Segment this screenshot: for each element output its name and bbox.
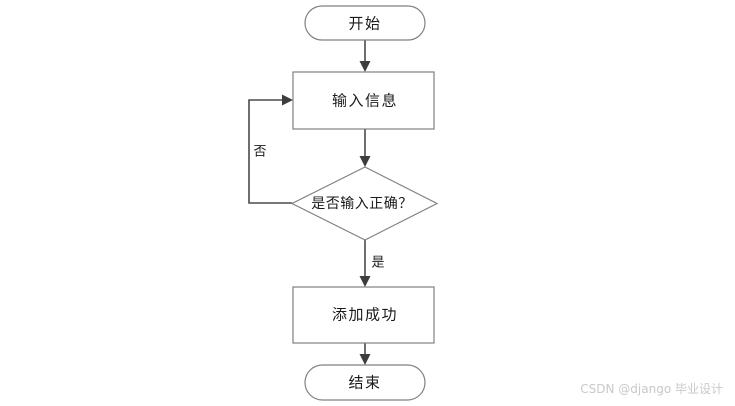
connector-success-to-end [359,343,371,365]
node-start[interactable]: 开始 [304,5,426,41]
arrow-head-icon [359,276,371,287]
arrow-head-icon [359,156,371,167]
node-decision-label: 是否输入正确？ [311,196,413,212]
success-rectangle-shape [292,286,435,344]
input-rectangle-shape [292,71,435,130]
connector-start-to-input [359,40,371,72]
node-end-label: 结束 [348,374,381,392]
arrow-head-icon [282,94,293,106]
node-success[interactable]: 添加成功 [292,286,435,344]
arrow-head-icon [359,61,371,72]
node-input[interactable]: 输入信息 [292,71,435,130]
arrow-head-icon [359,354,371,365]
watermark-text: CSDN @django 毕业设计 [580,382,723,396]
node-success-label: 添加成功 [332,306,398,324]
node-end[interactable]: 结束 [304,364,426,401]
connector-input-to-decision [359,129,371,167]
end-stadium-shape [304,364,426,401]
node-start-label: 开始 [348,15,381,33]
edge-label-yes: 是 [371,256,384,271]
connector-decision-no-loop [248,94,293,204]
edge-label-no: 否 [253,145,266,160]
connector-decision-to-success [359,240,371,287]
decision-diamond-shape [290,166,439,241]
node-decision[interactable]: 是否输入正确？ [290,166,439,241]
start-stadium-shape [304,5,426,41]
node-input-label: 输入信息 [332,92,398,110]
